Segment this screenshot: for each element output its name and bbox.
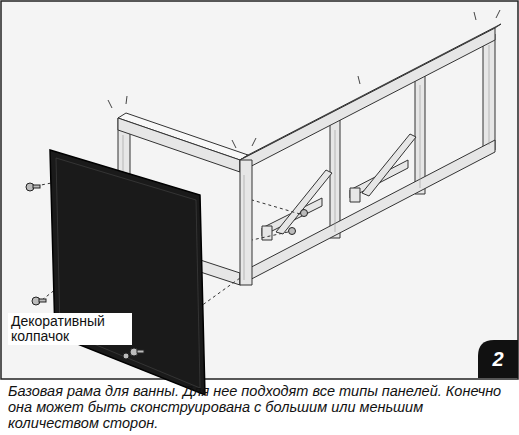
part-label: Декоративный колпачок [8, 313, 132, 345]
caption: Базовая рама для ванны. Для нее подходят… [8, 383, 513, 431]
callout-number: 2 [478, 344, 518, 374]
panel [50, 150, 205, 395]
